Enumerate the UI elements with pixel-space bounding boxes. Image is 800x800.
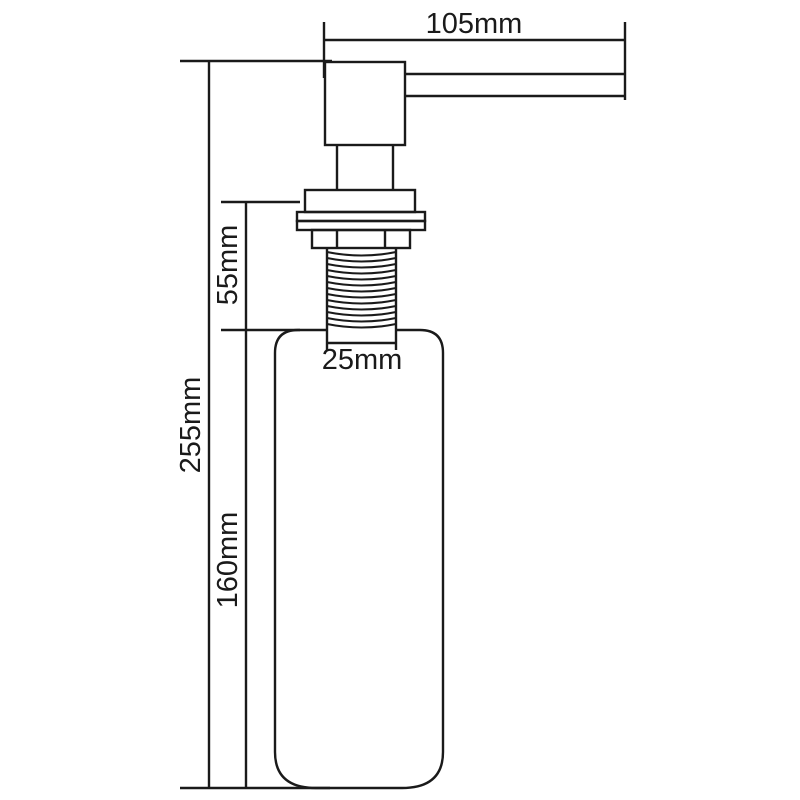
- pump-head: [323, 60, 407, 147]
- thread-turn: [326, 268, 397, 275]
- dimension-label-neck-thread-height: 55mm: [212, 225, 244, 306]
- dimension-overall-height: [180, 59, 332, 790]
- thread-turn: [326, 322, 397, 329]
- thread-turns: [326, 250, 397, 329]
- lock-nut: [310, 228, 412, 250]
- dimension-label-thread-diameter: 25mm: [322, 344, 403, 376]
- thread-turn: [326, 262, 397, 269]
- flange-lower-plate: [295, 219, 427, 232]
- thread-turn: [326, 310, 397, 317]
- collar-flange: [295, 210, 427, 232]
- dimension-label-bottle-height: 160mm: [212, 512, 244, 609]
- threaded-shank: [325, 248, 398, 330]
- dimension-thread-diameter: [325, 330, 398, 350]
- bottle-outline: [273, 328, 445, 790]
- flange-upper-plate: [295, 210, 427, 223]
- thread-turn: [326, 274, 397, 281]
- thread-turn: [326, 292, 397, 299]
- thread-turn: [326, 256, 397, 263]
- head-neck: [335, 145, 395, 190]
- bottle-body: [273, 328, 445, 790]
- thread-turn: [326, 250, 397, 257]
- dimension-label-overall-height: 255mm: [175, 377, 207, 474]
- thread-turn: [326, 298, 397, 305]
- spout-arm: [405, 72, 625, 98]
- thread-turn: [326, 316, 397, 323]
- lock-nut-outline: [310, 228, 412, 250]
- thread-turn: [326, 304, 397, 311]
- thread-turn: [326, 280, 397, 287]
- collar-body-outline: [303, 188, 417, 214]
- bottle-outline-unused: [275, 330, 443, 788]
- collar-top: [303, 188, 417, 214]
- dimension-label-spout-reach: 105mm: [426, 8, 523, 40]
- pump-head-body: [323, 60, 407, 147]
- dimension-neck-thread-height: [221, 200, 300, 332]
- thread-turn: [326, 286, 397, 293]
